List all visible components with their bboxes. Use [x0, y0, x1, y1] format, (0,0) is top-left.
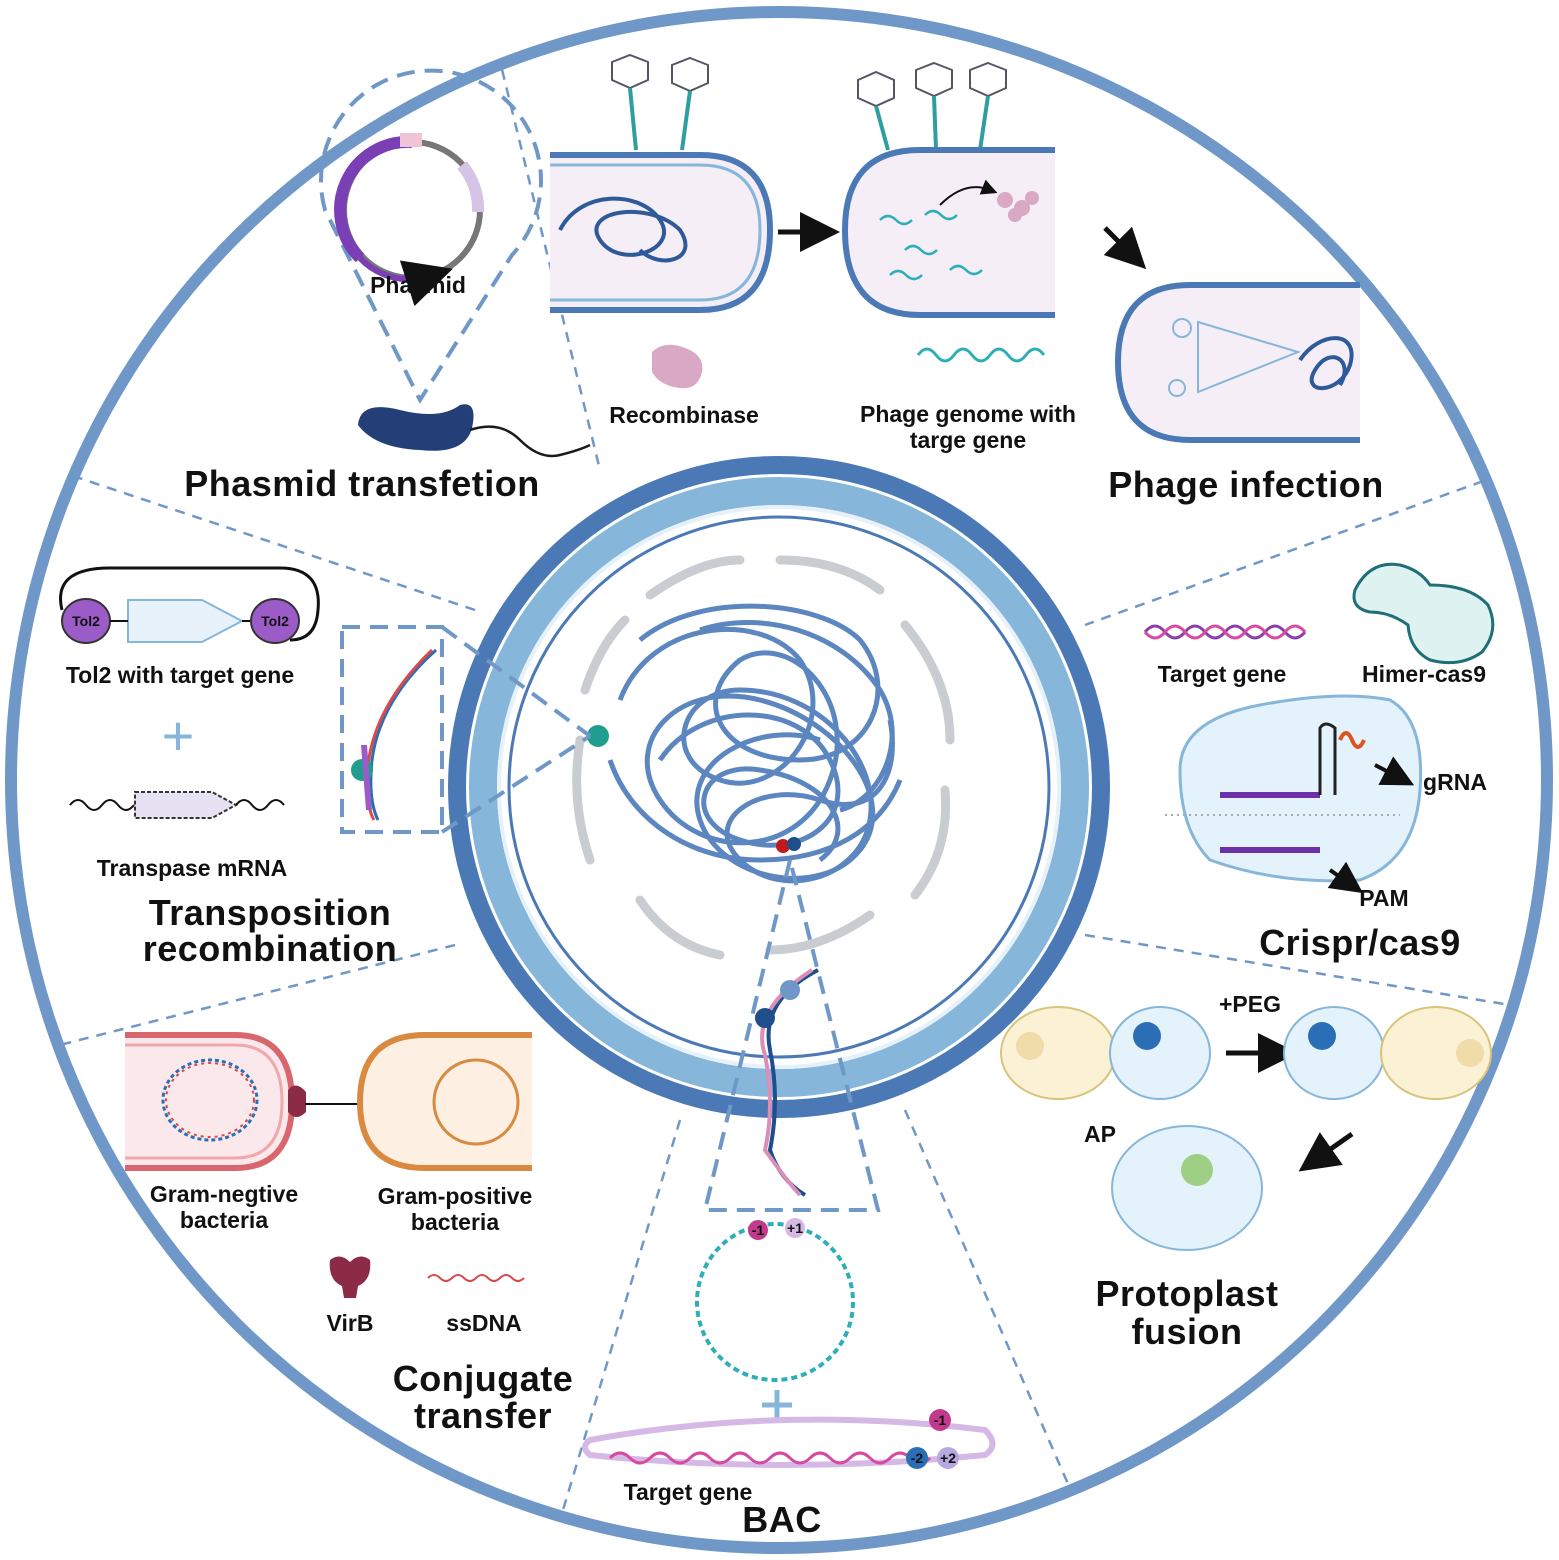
virb-icon: [329, 1256, 371, 1298]
phage-bacterium-2: [841, 147, 1055, 318]
transposase-mrna-icon: [134, 791, 239, 819]
transposition-title-line2: recombination: [143, 928, 398, 969]
section-bac: -1 +1 -1 -2 +2 Target gene BAC: [582, 859, 996, 1540]
bacterium-icon: [358, 404, 474, 451]
virb-pore: [288, 1085, 306, 1117]
insertion-site-marker-blue: [787, 837, 801, 851]
bac-marker-minus2: -2: [911, 1450, 924, 1466]
phage-genome-label-line1: Phage genome with: [860, 401, 1076, 427]
bac-callout-outline: [702, 859, 881, 1212]
protoplast-cell-4: [1380, 1006, 1492, 1100]
phage-icons-group-1: [611, 53, 709, 151]
tol2-right-label: Tol2: [261, 613, 289, 629]
tol2-left-label: Tol2: [72, 613, 100, 629]
phage-recombinase-label: Recombinase: [609, 402, 759, 428]
gram-positive-label-line1: Gram-positive: [378, 1183, 533, 1209]
gram-positive-bacterium: [356, 1032, 532, 1171]
insertion-site-marker-teal: [587, 725, 609, 747]
phasmid-section-title: Phasmid transfetion: [184, 463, 540, 504]
cas9-protein-icon: [1352, 562, 1495, 665]
bac-marker-plus1: +1: [787, 1220, 803, 1236]
transposition-plus-sign: +: [162, 704, 195, 767]
section-protoplast-fusion: +PEG AP Protoplast fusion: [1000, 991, 1492, 1352]
insertion-site-marker-red: [776, 839, 790, 853]
transposase-mrna-label: Transpase mRNA: [97, 855, 287, 881]
protoplast-fused-cell: [1111, 1125, 1263, 1251]
crispr-cas9-label: Himer-cas9: [1362, 661, 1486, 687]
section-phasmid-transfection: Phasmid Phasmid transfetion: [184, 68, 591, 504]
bac-target-gene-label: Target gene: [624, 1479, 753, 1505]
section-transposition-recombination: Tol2 Tol2 Tol2 with target gene + Transp…: [59, 566, 592, 969]
protoplast-title-line1: Protoplast: [1095, 1273, 1278, 1314]
divider-phage-crispr: [1084, 473, 1501, 627]
phasmid-vector-label: Phasmid: [370, 272, 466, 298]
phasmid-callout-outline: [319, 68, 543, 405]
bac-section-title: BAC: [742, 1499, 822, 1540]
section-dividers: [39, 15, 1511, 1521]
tol2-construct-loop: [59, 566, 320, 642]
tol2-construct-label: Tol2 with target gene: [66, 662, 294, 688]
phage-section-title: Phage infection: [1108, 464, 1384, 505]
gram-negative-label-line1: Gram-negtive: [150, 1181, 298, 1207]
cell-membrane-band: [469, 477, 1089, 1097]
recombinase-icon: [652, 344, 703, 389]
chromosome-dna: [607, 603, 903, 884]
transposition-title-line1: Transposition: [149, 892, 392, 933]
section-phage-infection: Recombinase Phage genome with targe gene…: [550, 53, 1384, 505]
protoplast-ap-label: AP: [1084, 1121, 1116, 1147]
phage-genome-icon: [916, 347, 1046, 363]
target-gene-cassette: [127, 599, 245, 643]
flagellum: [469, 425, 591, 458]
section-crispr-cas9: Target gene Himer-cas9 gRNA PAM Crispr/c…: [1143, 562, 1495, 963]
bac-target-plasmid: [582, 1416, 996, 1468]
bac-marker-minus1: -1: [752, 1222, 765, 1238]
ssdna-label: ssDNA: [446, 1310, 521, 1336]
virb-label: VirB: [327, 1310, 374, 1336]
transposition-callout-box: [340, 625, 444, 834]
bac-marker-plus2: +2: [940, 1450, 956, 1466]
central-cell: [448, 456, 1110, 1118]
inner-arcs: [572, 555, 955, 960]
protoplast-peg-label: +PEG: [1219, 991, 1281, 1017]
protoplast-cell-3: [1283, 1006, 1385, 1100]
ssdna-icon: [427, 1274, 525, 1282]
section-conjugate-transfer: Gram-negtive bacteria Gram-positive bact…: [125, 1032, 574, 1436]
phage-genome-label-line2: targe gene: [910, 427, 1026, 453]
cas9-complex: [1178, 694, 1423, 883]
bac-plasmid-circle: [695, 1222, 855, 1382]
crispr-section-title: Crispr/cas9: [1259, 922, 1461, 963]
phage-bacterium-1: [550, 152, 774, 313]
conjugate-title-line1: Conjugate: [393, 1358, 574, 1399]
protoplast-title-line2: fusion: [1132, 1311, 1243, 1352]
protoplast-cell-2: [1109, 1006, 1211, 1100]
tol2-right-element: [250, 598, 300, 644]
gram-negative-label-line2: bacteria: [180, 1207, 268, 1233]
crispr-pam-label: PAM: [1359, 885, 1408, 911]
bac-lower-marker-minus1: -1: [934, 1412, 947, 1428]
divider-phasmid-phage: [483, 15, 602, 471]
crispr-target-gene-label: Target gene: [1158, 661, 1287, 687]
cell-membrane-highlight: [497, 505, 1061, 1069]
phage-icons-group-2: [857, 61, 1007, 151]
conjugate-title-line2: transfer: [414, 1395, 552, 1436]
phasmid-purple-arc: [334, 135, 413, 263]
divider-bac-conjugate: [558, 1119, 682, 1521]
phage-bacterium-3: [1114, 282, 1360, 443]
crispr-grna-label: gRNA: [1423, 769, 1487, 795]
gram-positive-label-line2: bacteria: [411, 1209, 499, 1235]
